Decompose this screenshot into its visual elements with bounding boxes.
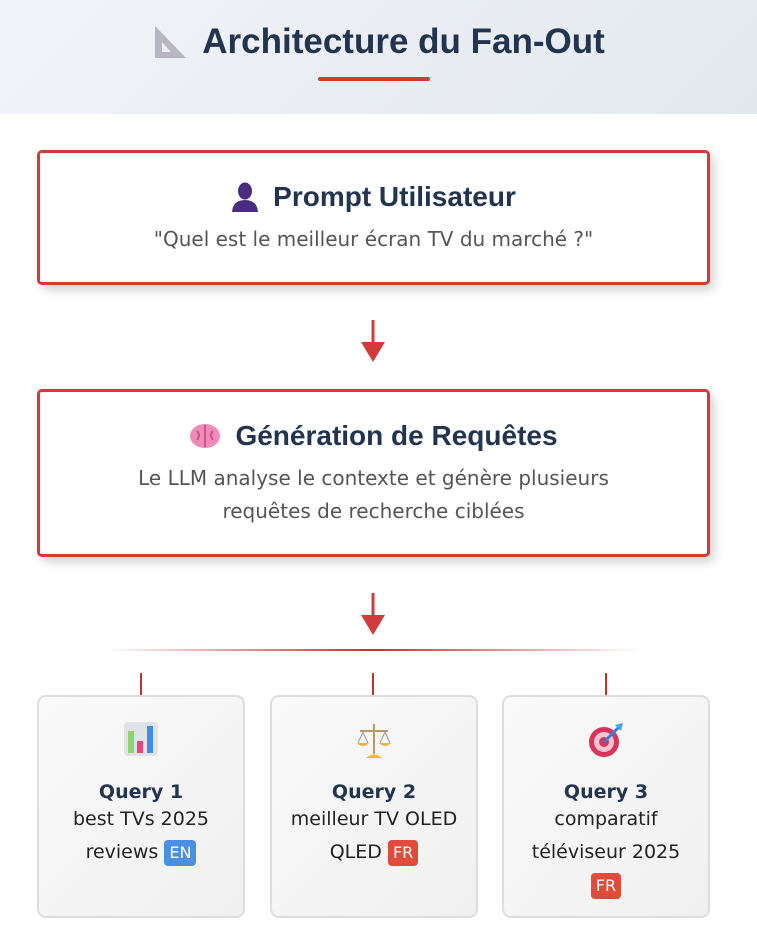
arrow-down-icon: [361, 320, 385, 362]
prompt-title: Prompt Utilisateur: [273, 181, 516, 212]
query-card-1: Query 1 best TVs 2025 reviews EN: [37, 695, 245, 918]
generation-title: Génération de Requêtes: [235, 420, 558, 451]
query-title: Query 1: [98, 781, 184, 803]
query-title: Query 3: [563, 781, 649, 803]
query-title: Query 2: [331, 781, 417, 803]
language-badge: FR: [387, 839, 419, 866]
query-text: best TVs 2025 reviews: [72, 808, 210, 863]
page-header: Architecture du Fan-Out: [0, 0, 757, 114]
query-text: meilleur TV OLED QLED: [290, 808, 458, 863]
language-badge: EN: [164, 839, 197, 866]
triangular-ruler-icon: [155, 26, 187, 58]
query-card-2: Query 2 meilleur TV OLED QLED FR: [270, 695, 478, 918]
arrow-down-icon: [361, 593, 385, 635]
brain-icon: [190, 424, 221, 448]
generation-box: Génération de Requêtes Le LLM analyse le…: [37, 389, 710, 557]
bar-chart-icon: [124, 722, 158, 756]
title-underline: [318, 77, 430, 81]
prompt-box: Prompt Utilisateur "Quel est le meilleur…: [37, 150, 710, 285]
generation-text: Le LLM analyse le contexte et génère plu…: [138, 466, 609, 523]
fan-out-line: [105, 649, 640, 651]
target-icon: [589, 723, 623, 757]
connector-line: [372, 673, 374, 695]
balance-scale-icon: [357, 724, 391, 758]
connector-line: [140, 673, 142, 695]
page-title: Architecture du Fan-Out: [0, 22, 757, 62]
connector-line: [605, 673, 607, 695]
language-badge: FR: [590, 872, 622, 899]
query-text: comparatif téléviseur 2025: [531, 808, 681, 863]
prompt-text: "Quel est le meilleur écran TV du marché…: [153, 227, 594, 251]
page-title-text: Architecture du Fan-Out: [202, 22, 605, 61]
user-silhouette-icon: [232, 182, 259, 212]
